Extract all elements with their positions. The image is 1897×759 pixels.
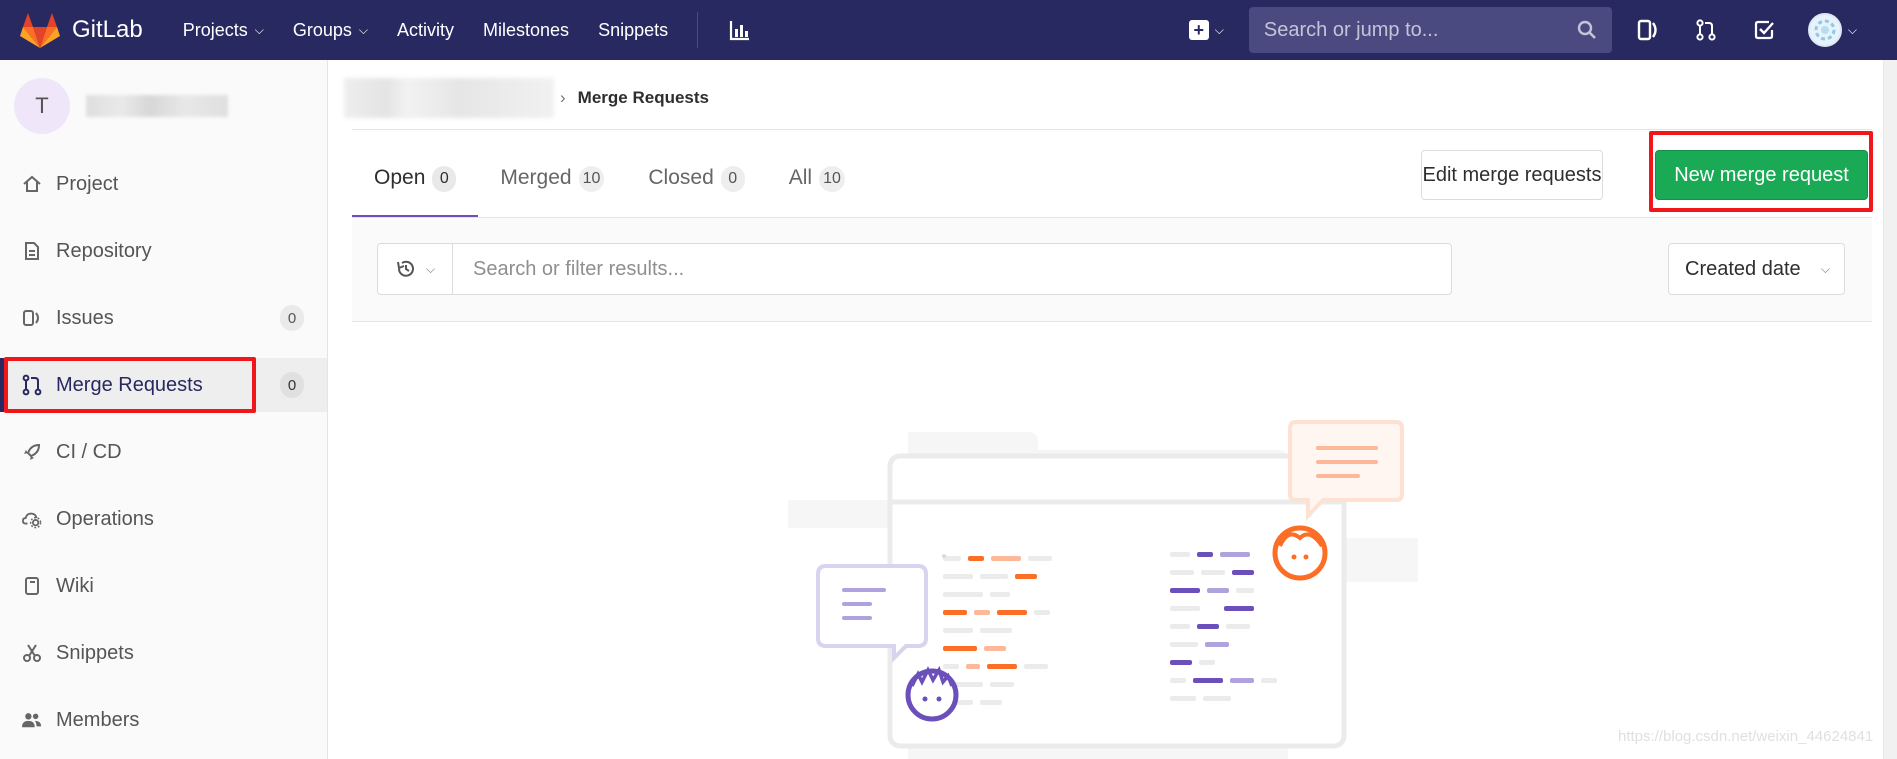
sort-label: Created date [1685,257,1801,280]
user-menu[interactable]: ⌵ [1807,13,1857,47]
avatar [1807,13,1842,47]
project-name-redacted [86,95,228,117]
issues-icon [22,308,42,328]
tab-merged[interactable]: Merged 10 [478,152,626,218]
tab-all[interactable]: All 10 [767,152,867,218]
tab-label: Open [374,166,426,189]
nav-snippets-label: Snippets [598,19,669,40]
filter-search-input[interactable]: Search or filter results... [452,243,1452,295]
sort-dropdown[interactable]: Created date ⌵ [1668,243,1845,295]
sidebar-item-label: CI / CD [56,440,122,463]
tab-count-badge: 0 [432,166,457,192]
sidebar-item-snippets[interactable]: Snippets [0,626,327,680]
chevron-down-icon: ⌵ [1847,22,1857,37]
sidebar-item-label: Merge Requests [56,373,203,396]
sidebar-item-merge-requests[interactable]: Merge Requests 0 [0,358,327,412]
sidebar-item-members[interactable]: Members [0,693,327,747]
gitlab-logo-icon [20,13,60,48]
search-icon [1577,20,1596,39]
nav-milestones[interactable]: Milestones [483,20,569,41]
merge-request-icon [22,374,42,396]
tab-count-badge: 0 [720,166,745,192]
scissors-icon [22,643,42,663]
history-icon [396,260,414,277]
search-input[interactable]: Search or jump to... [1248,7,1612,53]
rocket-icon [22,442,42,462]
recent-searches-button[interactable]: ⌵ [377,243,453,295]
users-icon [22,710,42,730]
sidebar-item-ci-cd[interactable]: CI / CD [0,425,327,479]
chevron-down-icon: ⌵ [425,261,436,276]
merge-requests-count-badge: 0 [280,372,304,398]
book-icon [22,576,42,596]
tab-label: Closed [648,166,714,189]
filter-bar: ⌵ Search or filter results... Created da… [352,218,1872,322]
nav-activity-label: Activity [397,19,455,40]
sidebar-item-label: Project [56,172,119,195]
brand[interactable]: GitLab [20,0,143,60]
nav-projects[interactable]: Projects ⌵ [183,20,264,41]
nav-divider [697,12,699,48]
tab-label: All [788,166,813,189]
sidebar-item-repository[interactable]: Repository [0,224,327,278]
chevron-down-icon: ⌵ [358,22,368,37]
project-avatar: T [14,78,70,134]
project-header[interactable]: T [0,60,327,152]
sidebar-item-label: Issues [56,306,114,329]
tab-count-badge: 10 [578,166,605,192]
sidebar-item-wiki[interactable]: Wiki [0,559,327,613]
tab-open[interactable]: Open 0 [352,152,479,218]
edit-merge-requests-button[interactable]: Edit merge requests [1421,150,1603,200]
watermark: https://blog.csdn.net/weixin_44624841 [1618,728,1874,745]
sidebar-item-operations[interactable]: Operations [0,492,327,546]
nav-snippets[interactable]: Snippets [598,20,668,41]
chevron-down-icon: ⌵ [1820,261,1830,276]
sidebar-item-label: Operations [56,507,154,530]
nav-projects-label: Projects [182,19,248,40]
tab-label: Merged [500,166,572,189]
divider [352,217,1872,218]
issues-icon[interactable] [1634,16,1662,44]
issues-count-badge: 0 [280,305,304,331]
empty-state-illustration [788,420,1418,759]
tab-count-badge: 10 [819,166,845,192]
top-navbar: GitLab Projects ⌵ Groups ⌵ Activity Mile… [0,0,1897,60]
chevron-down-icon: ⌵ [1214,22,1224,37]
new-merge-request-button[interactable]: New merge request [1655,150,1868,200]
sidebar-item-label: Snippets [56,641,134,664]
breadcrumb: › Merge Requests [344,66,709,130]
divider [352,129,1872,130]
sidebar-item-project[interactable]: Project [0,157,327,211]
tab-closed[interactable]: Closed 0 [626,152,766,218]
chevron-down-icon: ⌵ [254,22,264,37]
new-dropdown-button[interactable]: + ⌵ [1188,20,1224,40]
doc-icon [22,241,42,261]
plus-square-icon: + [1188,20,1209,40]
search-placeholder: Search or jump to... [1263,18,1439,41]
home-icon [22,174,42,194]
nav-activity[interactable]: Activity [397,20,454,41]
breadcrumb-redacted [344,78,554,118]
sidebar-item-label: Members [56,708,140,731]
nav-milestones-label: Milestones [483,19,570,40]
breadcrumb-current[interactable]: Merge Requests [577,88,709,107]
breadcrumb-separator: › [560,88,566,107]
merge-request-icon[interactable] [1692,16,1720,44]
brand-name: GitLab [72,16,143,43]
mr-state-tabs: Open 0 Merged 10 Closed 0 All 10 [352,152,867,218]
todos-icon[interactable] [1750,16,1778,44]
sidebar-item-label: Repository [56,239,152,262]
cloud-gear-icon [22,509,42,529]
nav-groups-label: Groups [292,19,352,40]
sidebar-item-label: Wiki [56,574,94,597]
sidebar-item-issues[interactable]: Issues 0 [0,291,327,345]
scrollbar[interactable] [1883,60,1897,759]
chart-icon[interactable] [728,18,752,42]
nav-groups[interactable]: Groups ⌵ [293,20,368,41]
